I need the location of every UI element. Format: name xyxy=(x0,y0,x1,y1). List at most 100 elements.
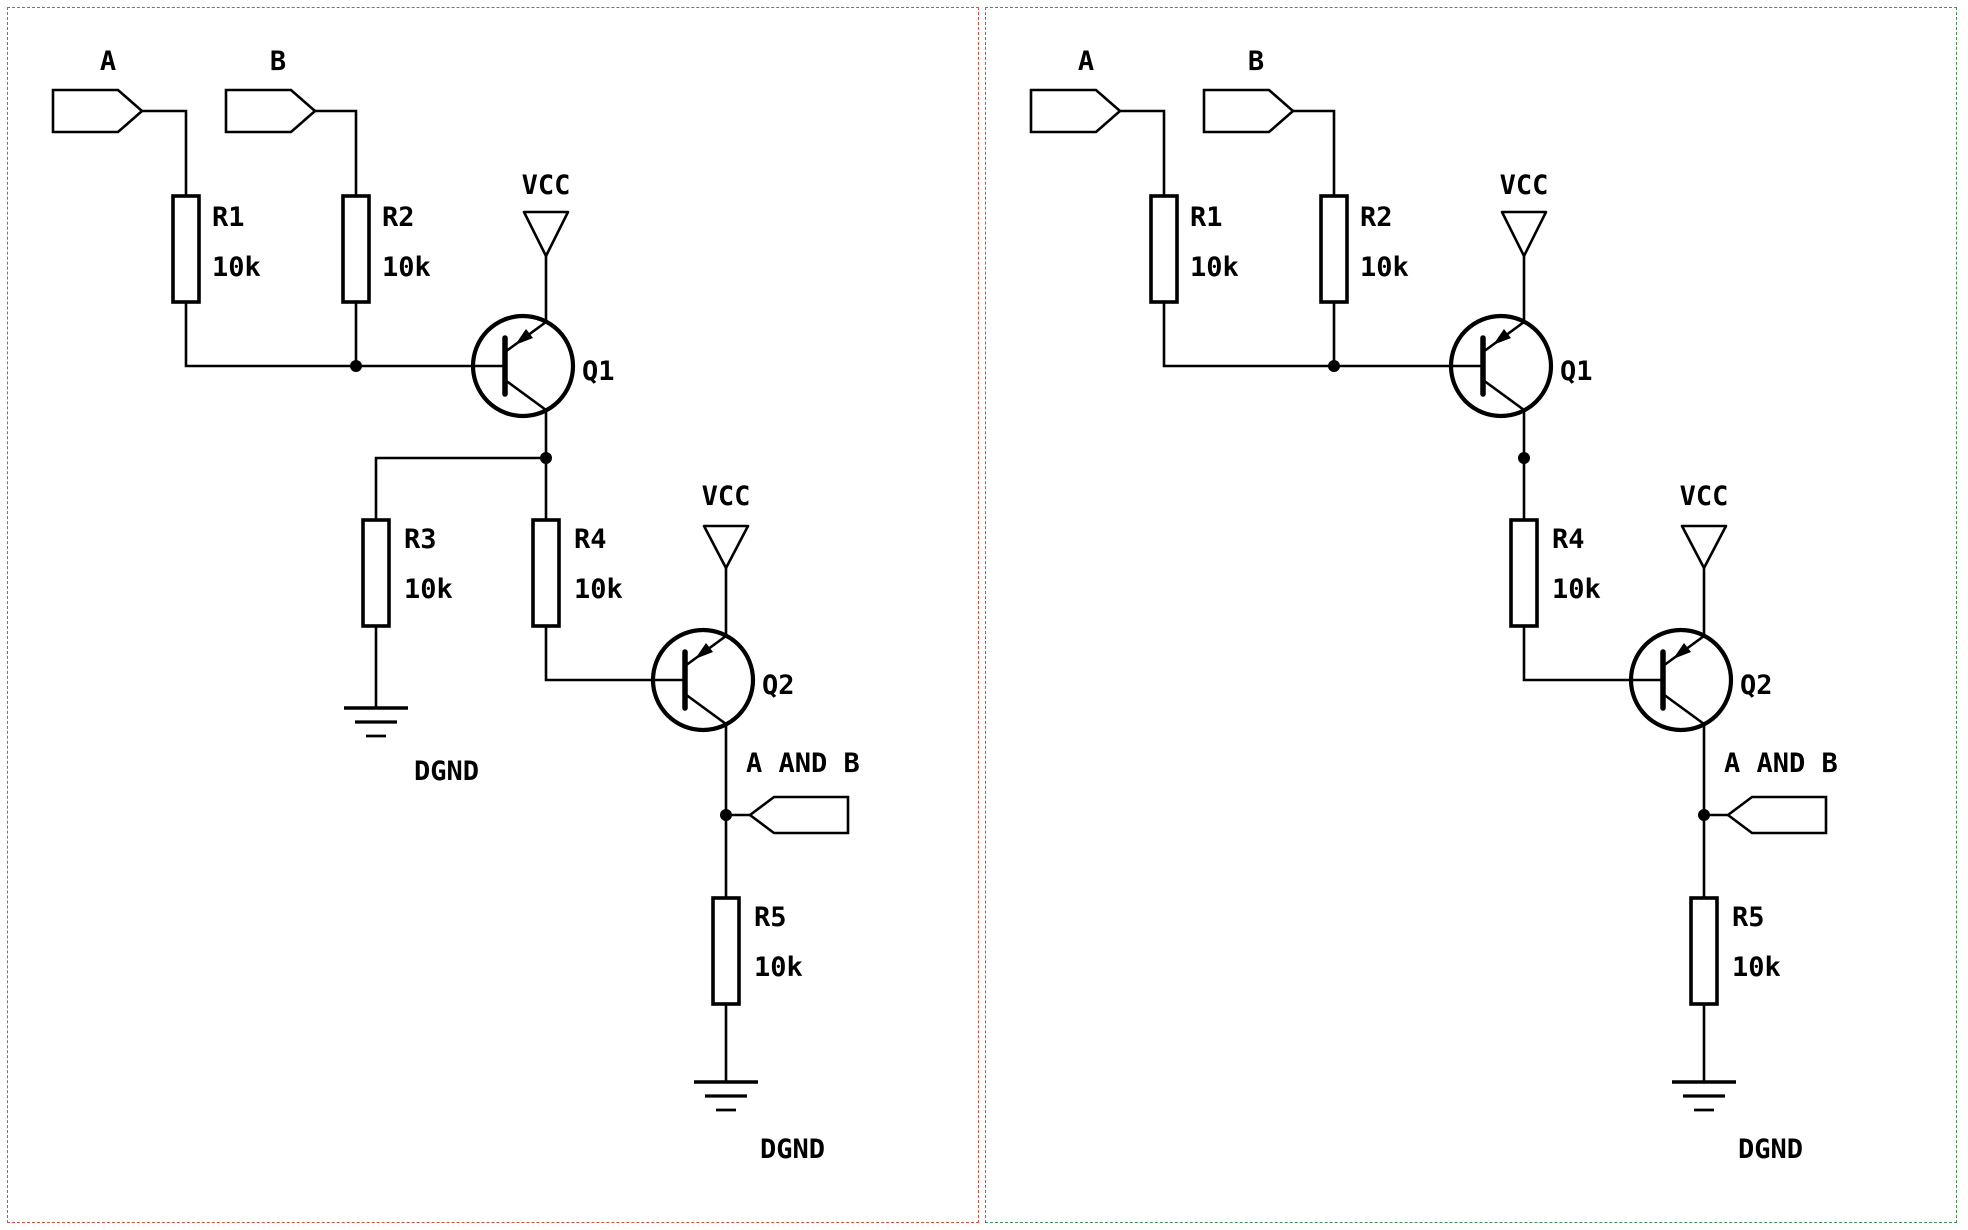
input-a-label: A xyxy=(100,46,116,77)
left-schematic-canvas: A B R1 10k R2 10k VCC xyxy=(51,46,860,1165)
input-b-flag xyxy=(1202,88,1295,134)
resistor-ref: R2 xyxy=(1360,202,1393,233)
resistor-ref: R2 xyxy=(382,202,415,233)
transistor-body xyxy=(1628,627,1734,733)
vcc-triangle-icon xyxy=(1500,210,1548,258)
resistor-value: 10k xyxy=(1190,252,1239,283)
junction-dot xyxy=(1328,360,1340,372)
ground-symbol-out: DGND xyxy=(1672,1080,1803,1165)
vcc-symbol-2: VCC xyxy=(1680,481,1729,570)
right-schematic-canvas: A B R1 10k R2 10k VCC xyxy=(1029,46,1838,1165)
ground-symbol-out: DGND xyxy=(694,1080,825,1165)
ground-label: DGND xyxy=(1738,1134,1803,1165)
wire xyxy=(374,456,548,522)
transistor-lower-lead xyxy=(1481,378,1526,460)
wire xyxy=(140,109,188,198)
right-schematic-panel: A B R1 10k R2 10k VCC xyxy=(985,7,1957,1223)
resistor-value: 10k xyxy=(754,952,803,983)
wire xyxy=(1291,109,1336,198)
resistor-body xyxy=(1509,518,1539,628)
resistor-r2: R2 10k xyxy=(1319,194,1409,304)
resistor-value: 10k xyxy=(1732,952,1781,983)
resistor-ref: R4 xyxy=(574,524,607,555)
resistor-r3: R3 10k xyxy=(361,518,453,628)
vcc-label: VCC xyxy=(522,170,571,201)
resistor-body xyxy=(171,194,201,304)
resistor-r5: R5 10k xyxy=(1689,896,1781,1006)
resistor-body xyxy=(1149,194,1179,304)
vcc-triangle-icon xyxy=(522,210,570,258)
output-pin: A AND B xyxy=(1702,748,1838,835)
resistor-value: 10k xyxy=(574,574,623,605)
transistor-ref: Q2 xyxy=(1740,670,1773,701)
wire xyxy=(1162,300,1336,368)
transistor-lower-lead xyxy=(503,378,548,460)
input-a-flag xyxy=(51,88,144,134)
transistor-q1: Q1 xyxy=(470,252,615,460)
resistor-r4: R4 10k xyxy=(531,518,623,628)
resistor-r5: R5 10k xyxy=(711,896,803,1006)
left-schematic-panel: A B R1 10k R2 10k VCC xyxy=(7,7,979,1223)
resistor-body xyxy=(361,518,391,628)
resistor-r1: R1 10k xyxy=(1149,194,1239,304)
resistor-r1: R1 10k xyxy=(171,194,261,304)
resistor-ref: R1 xyxy=(212,202,245,233)
vcc-symbol-1: VCC xyxy=(522,170,571,258)
transistor-ref: Q1 xyxy=(1560,356,1593,387)
output-label: A AND B xyxy=(746,748,860,779)
input-b-label: B xyxy=(1248,46,1264,77)
resistor-body xyxy=(341,194,371,304)
resistor-ref: R1 xyxy=(1190,202,1223,233)
transistor-arrow-icon xyxy=(695,643,713,659)
resistor-r2: R2 10k xyxy=(341,194,431,304)
wire xyxy=(544,624,687,682)
input-b-label: B xyxy=(270,46,286,77)
output-pin: A AND B xyxy=(724,748,860,835)
output-flag xyxy=(1725,795,1828,835)
resistor-body xyxy=(1319,194,1349,304)
wire xyxy=(1118,109,1166,198)
transistor-ref: Q2 xyxy=(762,670,795,701)
junction-dot xyxy=(350,360,362,372)
transistor-arrow-icon xyxy=(1493,329,1511,345)
transistor-arrow-icon xyxy=(1673,643,1691,659)
resistor-value: 10k xyxy=(212,252,261,283)
transistor-lower-lead xyxy=(1661,692,1706,817)
ground-label: DGND xyxy=(414,756,479,787)
transistor-q2: Q2 xyxy=(1628,566,1773,817)
vcc-symbol-2: VCC xyxy=(702,481,751,570)
vcc-triangle-icon xyxy=(702,524,750,570)
input-pin-b: B xyxy=(1202,46,1336,198)
vcc-symbol-1: VCC xyxy=(1500,170,1549,258)
resistor-body xyxy=(711,896,741,1006)
input-pin-a: A xyxy=(51,46,188,198)
input-a-flag xyxy=(1029,88,1122,134)
transistor-body xyxy=(650,627,756,733)
resistor-ref: R4 xyxy=(1552,524,1585,555)
resistor-ref: R5 xyxy=(1732,902,1765,933)
resistor-value: 10k xyxy=(1360,252,1409,283)
transistor-body xyxy=(1448,313,1554,419)
input-b-flag xyxy=(224,88,317,134)
input-pin-b: B xyxy=(224,46,358,198)
resistor-ref: R3 xyxy=(404,524,437,555)
ground-label: DGND xyxy=(760,1134,825,1165)
input-a-label: A xyxy=(1078,46,1094,77)
wire xyxy=(184,300,358,368)
resistor-value: 10k xyxy=(404,574,453,605)
transistor-lower-lead xyxy=(683,692,728,817)
output-label: A AND B xyxy=(1724,748,1838,779)
vcc-label: VCC xyxy=(702,481,751,512)
vcc-label: VCC xyxy=(1680,481,1729,512)
resistor-ref: R5 xyxy=(754,902,787,933)
transistor-body xyxy=(470,313,576,419)
vcc-label: VCC xyxy=(1500,170,1549,201)
resistor-body xyxy=(1689,896,1719,1006)
resistor-value: 10k xyxy=(1552,574,1601,605)
wire xyxy=(313,109,358,198)
resistor-value: 10k xyxy=(382,252,431,283)
transistor-q2: Q2 xyxy=(650,566,795,817)
vcc-triangle-icon xyxy=(1680,524,1728,570)
input-pin-a: A xyxy=(1029,46,1166,198)
transistor-q1: Q1 xyxy=(1448,252,1593,460)
